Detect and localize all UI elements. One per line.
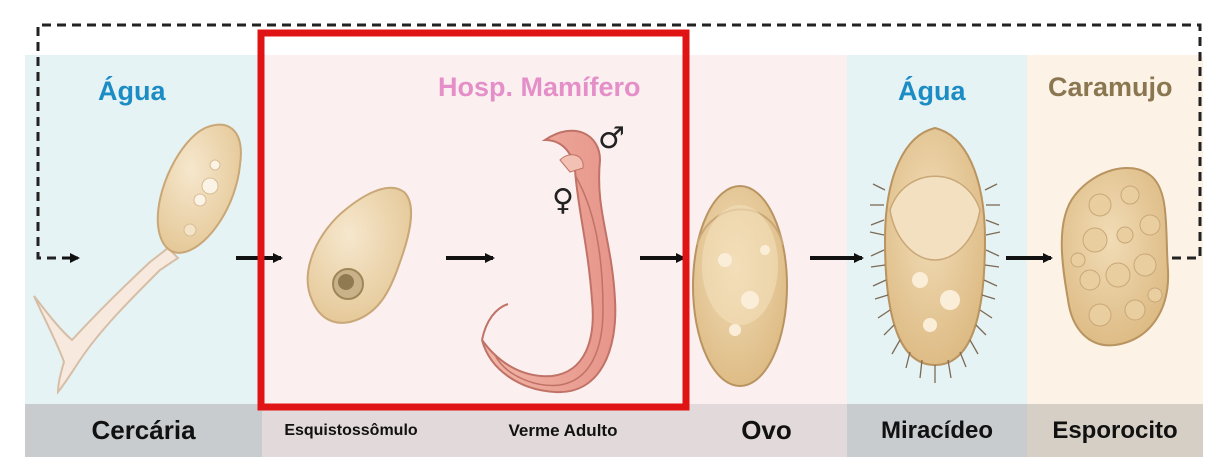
miracidium-illustration bbox=[870, 128, 1000, 383]
egg-illustration bbox=[693, 186, 787, 386]
highlight-box bbox=[261, 33, 686, 407]
schistosomulum-illustration bbox=[308, 188, 411, 323]
adult-worm-pair-illustration bbox=[482, 131, 615, 392]
female-symbol: ♀ bbox=[552, 183, 574, 218]
male-symbol: ♂ bbox=[598, 121, 625, 156]
sporocyst-illustration bbox=[1062, 168, 1168, 345]
